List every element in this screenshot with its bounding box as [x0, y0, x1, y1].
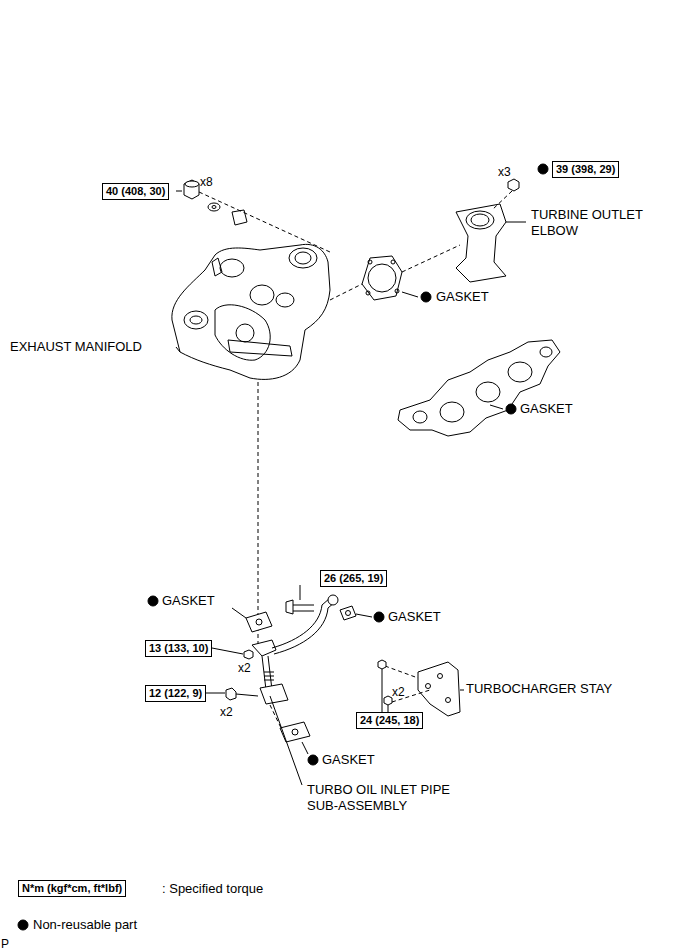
quantity: x8	[200, 174, 213, 190]
torque-box: 39 (398, 29)	[552, 161, 619, 178]
quantity: x3	[498, 164, 511, 180]
legend-text: : Specified torque	[162, 881, 263, 896]
part-name: GASKET	[322, 752, 375, 768]
part-name: GASKET	[436, 289, 489, 305]
part-name: GASKET	[388, 609, 441, 625]
legend-text: Non-reusable part	[33, 917, 137, 932]
part-name: TURBINE OUTLET ELBOW	[531, 207, 649, 239]
torque-box: 26 (265, 19)	[320, 570, 387, 587]
torque-value: 13 (133, 10)	[149, 642, 208, 655]
quantity: x2	[220, 704, 233, 720]
part-name: GASKET	[162, 593, 215, 609]
legend-item: : Specified torque	[162, 881, 263, 897]
unit-legend-box: N*m (kgf*cm, ft*lbf)	[18, 880, 126, 897]
quantity: x2	[392, 684, 405, 700]
quantity: x2	[238, 660, 251, 676]
torque-value: N*m (kgf*cm, ft*lbf)	[22, 882, 122, 895]
page-mark: P	[1, 936, 9, 952]
part-name: TURBO OIL INLET PIPE SUB-ASSEMBLY	[307, 782, 467, 814]
torque-box: 40 (408, 30)	[102, 183, 169, 200]
torque-box: 24 (245, 18)	[356, 712, 423, 729]
legend-item: Non-reusable part	[33, 917, 137, 933]
part-name: EXHAUST MANIFOLD	[10, 339, 142, 355]
part-name: TURBOCHARGER STAY	[466, 681, 612, 697]
torque-value: 26 (265, 19)	[324, 572, 383, 585]
torque-value: 39 (398, 29)	[556, 163, 615, 176]
torque-value: 24 (245, 18)	[360, 714, 419, 727]
torque-value: 40 (408, 30)	[106, 185, 165, 198]
torque-box: 12 (122, 9)	[145, 685, 206, 702]
torque-value: 12 (122, 9)	[149, 687, 202, 700]
torque-box: 13 (133, 10)	[145, 640, 212, 657]
part-name: GASKET	[520, 401, 573, 417]
